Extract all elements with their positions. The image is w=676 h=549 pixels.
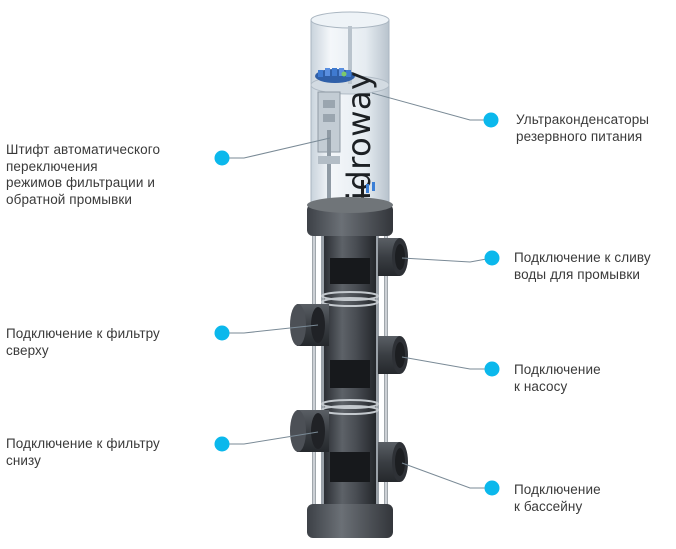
switch-pin-mechanism	[317, 91, 341, 200]
leader-drain	[401, 257, 493, 263]
marker-switch-pin-icon	[214, 150, 230, 166]
brand-logo: idroway	[340, 71, 378, 200]
label-pump-connection: Подключение к насосу	[514, 362, 601, 394]
label-filter-top-connection: Подключение к фильтру сверху	[6, 326, 160, 358]
label-pool-connection: Подключение к бассейну	[514, 482, 601, 514]
leader-pump	[401, 356, 492, 370]
marker-filter-top-icon	[214, 325, 230, 341]
markers	[214, 112, 500, 496]
marker-pump-icon	[484, 361, 500, 377]
marker-capacitors-icon	[483, 112, 499, 128]
port-pump	[378, 336, 408, 374]
leader-pool	[401, 462, 492, 489]
port-filter-bottom	[290, 410, 329, 452]
brand-mark-icon	[361, 180, 375, 198]
capacitor-ring	[315, 68, 355, 83]
label-drain-connection: Подключение к сливу воды для промывки	[514, 250, 651, 282]
label-backup-capacitors: Ультраконденсаторы резервного питания	[516, 112, 650, 144]
port-drain	[378, 238, 408, 276]
port-filter-top	[290, 304, 329, 346]
port-pool	[378, 442, 408, 482]
valve-body	[307, 197, 393, 538]
leader-lines	[222, 92, 493, 489]
marker-pool-icon	[484, 480, 500, 496]
label-auto-switch-pin: Штифт автоматического переключения режим…	[6, 142, 161, 207]
label-filter-bottom-connection: Подключение к фильтру снизу	[6, 436, 160, 468]
leader-capacitors	[371, 92, 490, 121]
marker-drain-icon	[484, 250, 500, 266]
marker-filter-bottom-icon	[214, 436, 230, 452]
